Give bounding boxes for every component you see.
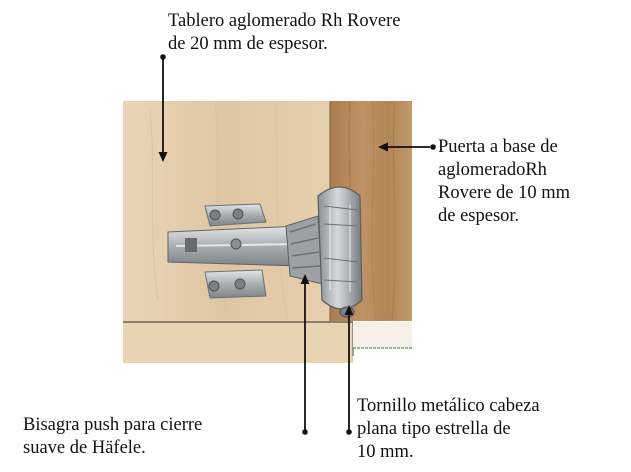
screw-label: Tornillo metálico cabeza plana tipo estr… — [357, 395, 540, 464]
door-leader-dot — [430, 144, 436, 150]
door-label-line1: Puerta a base de — [438, 137, 558, 157]
hinge-leader-dot — [302, 429, 308, 435]
board-label: Tablero aglomerado Rh Rovere de 20 mm de… — [168, 10, 400, 56]
screw-leader-dot — [346, 429, 352, 435]
screw-label-line3: 10 mm. — [357, 442, 414, 462]
board-leader-arrow — [158, 152, 168, 162]
leader-lines — [162, 55, 430, 432]
hinge — [167, 186, 363, 318]
board-label-line2: de 20 mm de espesor. — [168, 34, 328, 54]
screw-label-line2: plana tipo estrella de — [357, 419, 511, 439]
door-leader-arrow — [378, 142, 388, 152]
hinge-label-line2: suave de Häfele. — [23, 438, 146, 458]
hinge-label-line1: Bisagra push para cierre — [23, 415, 203, 435]
board-label-line1: Tablero aglomerado Rh Rovere — [168, 11, 401, 31]
screw-leader-arrow — [344, 305, 354, 315]
screw-label-line1: Tornillo metálico cabeza — [357, 396, 540, 416]
door-label: Puerta a base de aglomeradoRh Rovere de … — [438, 136, 570, 228]
hinge-label: Bisagra push para cierre suave de Häfele… — [23, 414, 202, 460]
hinge-leader-arrow — [300, 274, 310, 284]
door-label-line4: de espesor. — [438, 206, 520, 226]
door-label-line3: Rovere de 10 mm — [438, 183, 571, 203]
leader-markers — [158, 54, 436, 435]
door-label-line2: aglomeradoRh — [438, 160, 547, 180]
board-leader-dot — [160, 54, 166, 60]
